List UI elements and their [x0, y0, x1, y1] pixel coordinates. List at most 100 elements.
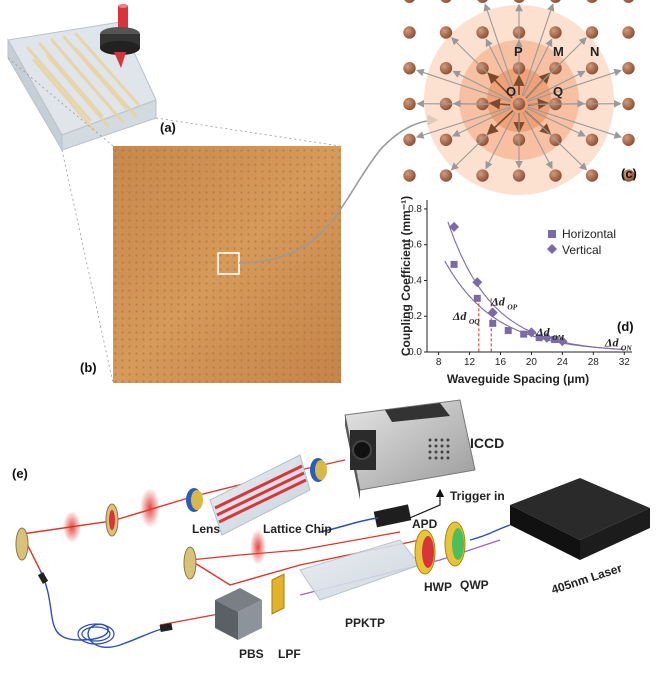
- trigger-arrow: [404, 488, 445, 521]
- lpf-filter: [271, 573, 285, 615]
- point-vertical: [526, 327, 537, 338]
- point-horizontal: [520, 330, 528, 338]
- coupling-arrow: [524, 110, 588, 171]
- coupling-arrow: [415, 106, 511, 139]
- lattice-site: [513, 0, 525, 3]
- coupling-arrow: [522, 38, 553, 97]
- coupling-arrow: [416, 68, 511, 103]
- chart-ylabel: Coupling Coefficient (mm⁻¹): [399, 196, 413, 356]
- lattice-site: [585, 133, 599, 146]
- point-vertical: [449, 221, 460, 232]
- site-label-Q: Q: [553, 84, 563, 99]
- point-vertical: [487, 307, 498, 318]
- lattice-site: [404, 0, 415, 3]
- panel-label-c: (c): [621, 166, 637, 181]
- legend-label-horizontal: Horizontal: [562, 227, 616, 241]
- x-tick-label: 12: [464, 357, 476, 368]
- coupling-arrow: [452, 70, 511, 101]
- point-horizontal: [535, 334, 543, 342]
- label-trigger-in: Trigger in: [450, 489, 505, 503]
- legend-label-vertical: Vertical: [562, 243, 601, 257]
- annotation-delta-d: Δd: [490, 295, 506, 309]
- x-tick-label: 24: [557, 357, 569, 368]
- lattice-site: [549, 26, 562, 39]
- coupling-arrow: [488, 98, 511, 110]
- x-tick-label: 32: [619, 357, 631, 368]
- chart-legend: Horizontal Vertical: [547, 227, 616, 257]
- point-horizontal: [473, 294, 481, 302]
- site-label-O: O: [506, 84, 516, 99]
- apd-fiber: [319, 517, 379, 533]
- lattice-site: [403, 26, 416, 39]
- label-iccd: ICCD: [470, 435, 504, 451]
- coupling-arrow: [486, 110, 514, 135]
- annotation-delta-d: Δd: [452, 309, 468, 323]
- lattice-site: [439, 169, 453, 182]
- point-horizontal: [450, 260, 458, 268]
- point-vertical: [557, 336, 568, 347]
- coupling-arrow: [452, 107, 512, 137]
- y-tick-label: 0.8: [408, 204, 422, 215]
- label-lens: Lens: [192, 522, 220, 536]
- lattice-site: [403, 62, 416, 75]
- lattice-chip: [209, 454, 311, 536]
- panel-b-chip-image: [113, 146, 341, 383]
- chart-points: [449, 221, 568, 347]
- y-tick-label: 0.2: [408, 311, 422, 322]
- lattice-site: [586, 0, 598, 3]
- coupling-arrow: [527, 68, 622, 103]
- annotation-subscript: ON: [621, 344, 632, 353]
- label-pbs: PBS: [239, 647, 264, 661]
- point-horizontal: [504, 327, 512, 335]
- point-vertical: [541, 332, 552, 343]
- x-tick-label: 20: [526, 357, 538, 368]
- hwp-plate: [414, 529, 436, 575]
- coupling-arrow: [485, 38, 516, 97]
- zoom-arrow: [238, 114, 439, 264]
- legend-marker-horizontal: [548, 230, 556, 238]
- annotation-delta-d: Δd: [604, 336, 620, 350]
- coupling-arrow: [526, 107, 586, 137]
- coupling-arrow: [485, 111, 516, 170]
- lattice-site: [403, 97, 416, 111]
- qwp-plate: [444, 521, 466, 567]
- x-tick-label: 16: [495, 357, 507, 368]
- point-horizontal: [551, 335, 559, 343]
- light-pulses: [63, 488, 266, 565]
- lattice-site: [440, 0, 452, 3]
- coupling-arrow: [487, 72, 513, 99]
- coupling-arrow: [527, 99, 622, 108]
- annotation-subscript: OM: [552, 333, 564, 342]
- label-laser: 405nm Laser: [550, 561, 624, 597]
- pbs-cube: [215, 588, 262, 640]
- panel-label-e: (e): [12, 466, 28, 481]
- coupling-arrow: [483, 3, 517, 96]
- coupling-arrow: [527, 70, 586, 101]
- lattice-site: [476, 169, 489, 182]
- lattice-site: [512, 169, 526, 182]
- lattice-site: [585, 169, 599, 182]
- lattice-site: [622, 133, 635, 146]
- coupling-arrow: [525, 37, 587, 99]
- laser-writing-objective: [100, 4, 140, 68]
- panel-label-d: (d): [617, 319, 634, 334]
- zoom-box: [217, 252, 240, 275]
- x-tick-label: 28: [588, 357, 600, 368]
- lattice-site: [549, 169, 562, 182]
- label-lattice-chip: Lattice Chip: [263, 522, 332, 536]
- label-apd: APD: [412, 517, 438, 531]
- laser-box: [510, 478, 650, 560]
- site-label-N: N: [590, 44, 599, 59]
- panel-c-lattice: [403, 0, 635, 195]
- legend-marker-vertical: [547, 244, 557, 254]
- panel-label-a: (a): [160, 120, 176, 135]
- coupling-arrow: [522, 111, 553, 170]
- lattice-site: [623, 0, 634, 3]
- label-ppktp: PPKTP: [345, 616, 385, 630]
- ppktp-crystal: [299, 539, 421, 601]
- laser-fiber: [469, 524, 511, 541]
- x-tick-label: 8: [436, 357, 442, 368]
